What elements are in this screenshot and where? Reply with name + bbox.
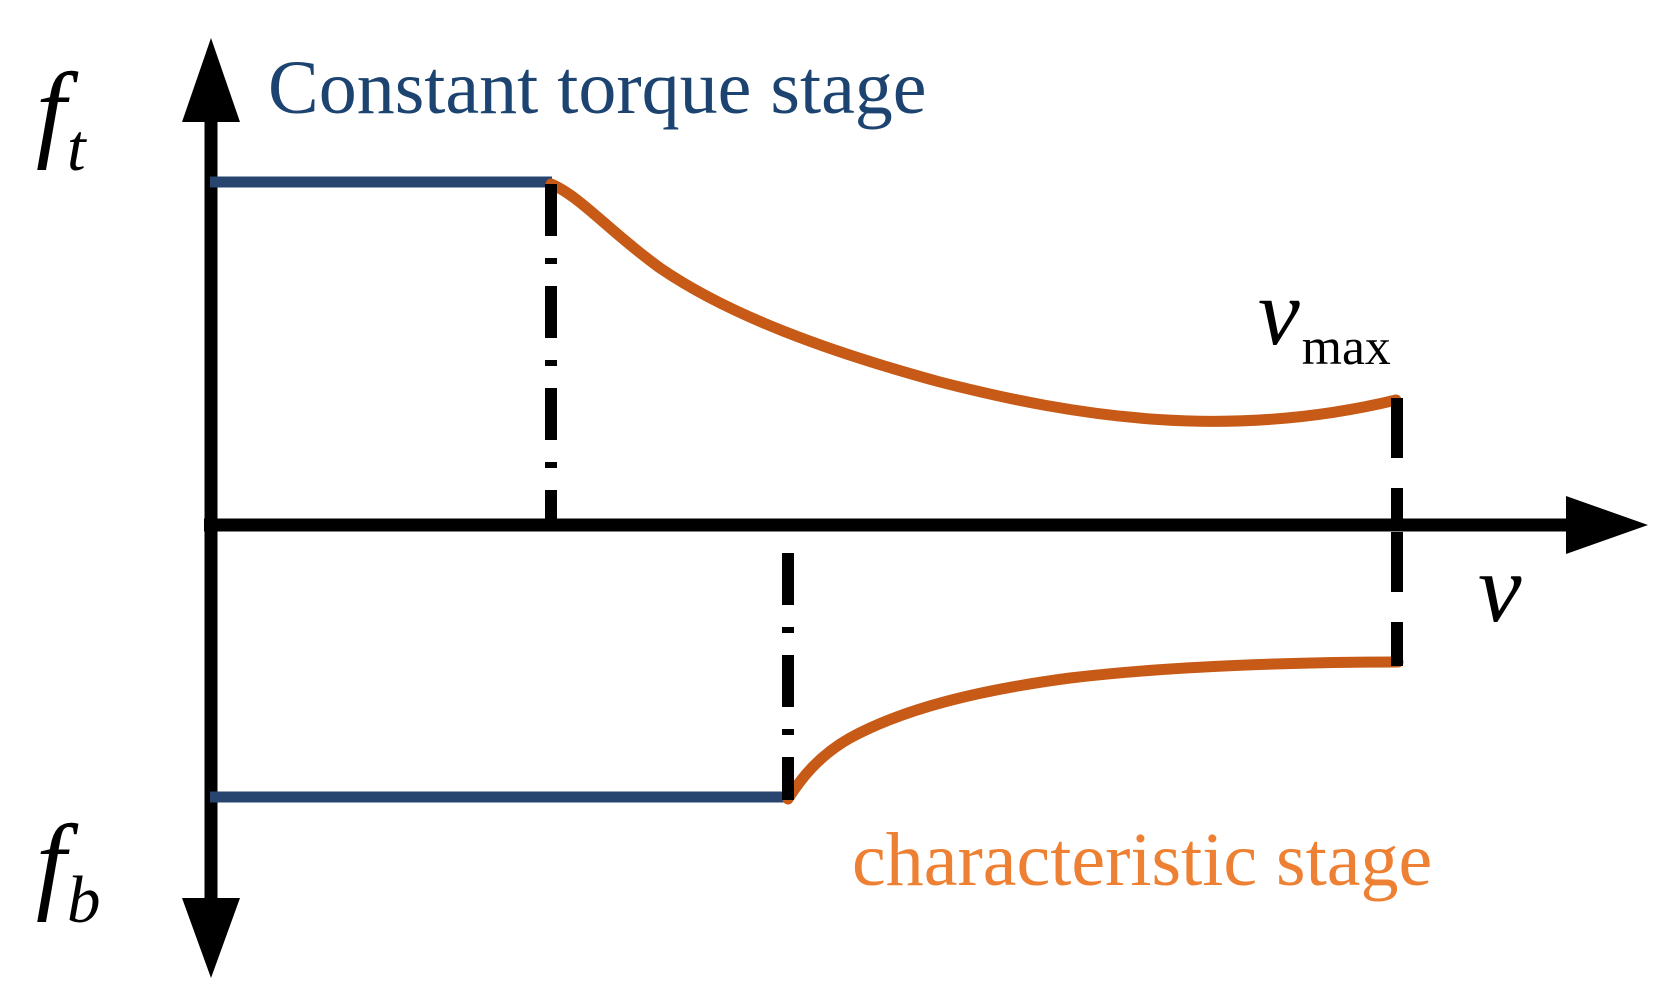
vmax-subscript: max: [1301, 318, 1391, 376]
constant-torque-stage-label: Constant torque stage: [268, 46, 927, 130]
x-axis-right-arrow-icon: [1566, 496, 1648, 554]
characteristic-stage-label: characteristic stage: [852, 818, 1433, 902]
upper-characteristic-curve: [545, 178, 1402, 427]
y-axis-positive-subscript: t: [67, 110, 86, 185]
y-axis-negative-label: fb: [36, 810, 101, 934]
y-axis-negative-subscript: b: [67, 862, 101, 937]
y-axis-down-arrow-icon: [182, 898, 240, 978]
y-axis-up-arrow-icon: [182, 38, 240, 122]
vmax-label: vmax: [1258, 266, 1391, 374]
y-axis-positive-label: ft: [36, 58, 86, 182]
lower-characteristic-curve: [782, 656, 1404, 805]
y-axis-negative-symbol: f: [36, 804, 67, 923]
vmax-symbol: v: [1258, 261, 1300, 365]
x-axis-label: v: [1478, 535, 1522, 643]
y-axis-positive-symbol: f: [36, 52, 67, 171]
